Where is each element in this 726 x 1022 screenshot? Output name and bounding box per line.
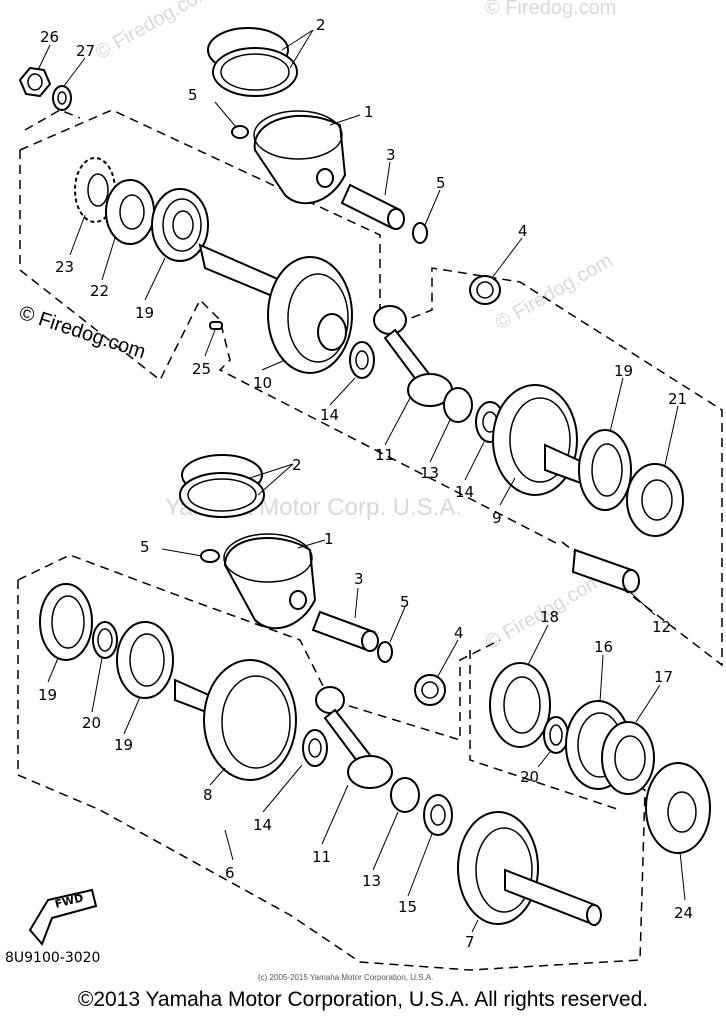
callout-7: 7 xyxy=(465,933,475,951)
callout-2b: 2 xyxy=(292,456,302,474)
fwd-arrow-icon: FWD xyxy=(28,888,98,946)
needle-bearing-13-upper xyxy=(443,387,473,423)
conrod-11-upper xyxy=(373,305,453,407)
callout-3b: 3 xyxy=(354,570,364,588)
callout-2a: 2 xyxy=(316,16,326,34)
callout-9: 9 xyxy=(492,509,502,527)
callout-23: 23 xyxy=(55,258,74,276)
piston-pin-3-lower xyxy=(311,610,379,652)
callout-19c: 19 xyxy=(38,686,57,704)
callout-14b: 14 xyxy=(455,483,474,501)
callout-3a: 3 xyxy=(386,146,396,164)
copyright-notice: ©2013 Yamaha Motor Corporation, U.S.A. A… xyxy=(77,988,649,1011)
callout-14a: 14 xyxy=(320,406,339,424)
callout-5b: 5 xyxy=(436,174,446,192)
callout-21: 21 xyxy=(668,390,687,408)
upper-assembly-outline xyxy=(19,109,723,667)
piston-rings-2-upper xyxy=(207,27,298,97)
callout-1b: 1 xyxy=(324,530,334,548)
callout-8: 8 xyxy=(203,786,213,804)
callout-19d: 19 xyxy=(114,736,133,754)
seal-17 xyxy=(601,721,655,795)
crank-10 xyxy=(198,243,353,374)
bearing-18 xyxy=(489,662,551,748)
clip-5a xyxy=(231,125,249,139)
bearing-19-lower-left xyxy=(39,583,93,661)
callout-5c: 5 xyxy=(140,538,150,556)
callout-11b: 11 xyxy=(312,848,331,866)
callout-13a: 13 xyxy=(420,464,439,482)
watermark-top: © Firedog.com xyxy=(485,0,616,19)
callout-24: 24 xyxy=(674,904,693,922)
washer-14-upper-a xyxy=(349,341,375,379)
diagram-code: 8U9100-3020 xyxy=(5,950,100,966)
callout-4b: 4 xyxy=(454,624,464,642)
callout-17: 17 xyxy=(654,668,673,686)
callout-20a: 20 xyxy=(82,714,101,732)
callout-19a: 19 xyxy=(135,304,154,322)
callout-19b: 19 xyxy=(614,362,633,380)
watermark-top-left: © Firedog.com xyxy=(92,0,217,64)
nut-26 xyxy=(18,66,52,98)
piston-rings-2-lower xyxy=(179,454,265,518)
piston-1-lower xyxy=(223,533,317,630)
callout-13b: 13 xyxy=(362,872,381,890)
key-25 xyxy=(209,321,223,330)
needle-bearing-4-lower xyxy=(414,674,446,706)
needle-bearing-4-upper xyxy=(469,275,501,305)
washer-15 xyxy=(423,794,453,836)
callout-12: 12 xyxy=(652,618,671,636)
upper-assembly-outline-left xyxy=(19,150,561,546)
crank-9 xyxy=(492,384,601,496)
washer-outline xyxy=(24,109,81,131)
callout-18: 18 xyxy=(540,608,559,626)
callout-20b: 20 xyxy=(520,768,539,786)
watermark-left: © Firedog.com xyxy=(16,302,148,364)
lower-assembly-outline xyxy=(17,580,646,971)
small-copyright: (c) 2005-2015 Yamaha Motor Corporation, … xyxy=(258,973,433,982)
crank-8 xyxy=(174,659,297,781)
bearing-19-lower-mid xyxy=(116,621,174,699)
piston-pin-3-upper xyxy=(340,183,405,230)
leader-lines xyxy=(37,29,686,933)
seal-24 xyxy=(645,762,711,854)
needle-bearing-13-lower xyxy=(390,777,420,813)
callout-25: 25 xyxy=(192,360,211,378)
washer-27 xyxy=(52,85,72,111)
callout-10: 10 xyxy=(253,374,272,392)
oil-seal-22 xyxy=(105,179,155,245)
gear-nut-21 xyxy=(626,463,684,537)
clip-5d xyxy=(377,641,393,663)
callout-6: 6 xyxy=(225,864,235,882)
callout-22: 22 xyxy=(90,282,109,300)
callout-27: 27 xyxy=(76,42,95,60)
callout-26: 26 xyxy=(40,28,59,46)
callout-15: 15 xyxy=(398,898,417,916)
clip-5c xyxy=(200,549,220,563)
callout-4a: 4 xyxy=(518,222,528,240)
clip-5b xyxy=(412,222,428,244)
callout-14c: 14 xyxy=(253,816,272,834)
callout-11a: 11 xyxy=(375,446,394,464)
conrod-11-lower xyxy=(315,686,393,789)
callout-1a: 1 xyxy=(364,103,374,121)
callout-numbers: 2 1 5 3 5 4 26 27 23 22 19 25 10 14 11 1… xyxy=(38,16,693,951)
piston-1-upper xyxy=(253,110,347,205)
lower-outline-right xyxy=(469,650,621,811)
washer-14-lower xyxy=(302,729,328,767)
lower-assembly-outline-top xyxy=(17,554,501,742)
crank-7 xyxy=(457,811,602,927)
callout-5a: 5 xyxy=(188,86,198,104)
watermark-mid-right: © Firedog.com xyxy=(492,250,617,335)
washer-20-right xyxy=(543,716,569,754)
bearing-19-right xyxy=(578,429,632,511)
callout-16: 16 xyxy=(594,638,613,656)
bearing-19-upper xyxy=(151,188,209,262)
washer-20-lower-left xyxy=(92,621,118,659)
callout-5d: 5 xyxy=(400,593,410,611)
